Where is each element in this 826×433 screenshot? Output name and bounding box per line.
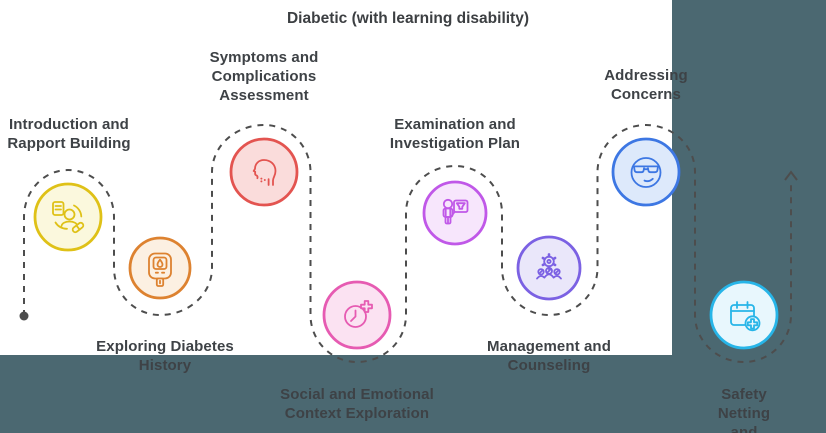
step-circle-2 bbox=[128, 236, 192, 300]
step-circle-5 bbox=[422, 180, 488, 246]
flow-start-dot bbox=[19, 311, 29, 321]
head-profile-icon bbox=[252, 159, 277, 186]
presenter-chart-icon bbox=[442, 198, 469, 225]
step-circle-4 bbox=[322, 280, 392, 350]
step-circle-1 bbox=[33, 182, 103, 252]
team-gear-icon bbox=[536, 253, 562, 280]
step-circle-7 bbox=[611, 137, 681, 207]
person-record-icon bbox=[52, 201, 85, 234]
glucometer-icon bbox=[148, 252, 172, 287]
clock-plus-icon bbox=[344, 300, 373, 328]
flow-path bbox=[23, 123, 792, 364]
calendar-plus-icon bbox=[730, 301, 761, 332]
step-circle-3 bbox=[229, 137, 299, 207]
cool-face-icon bbox=[630, 157, 662, 188]
flow-end-arrow-icon bbox=[784, 170, 798, 181]
step-circle-8 bbox=[709, 280, 779, 350]
